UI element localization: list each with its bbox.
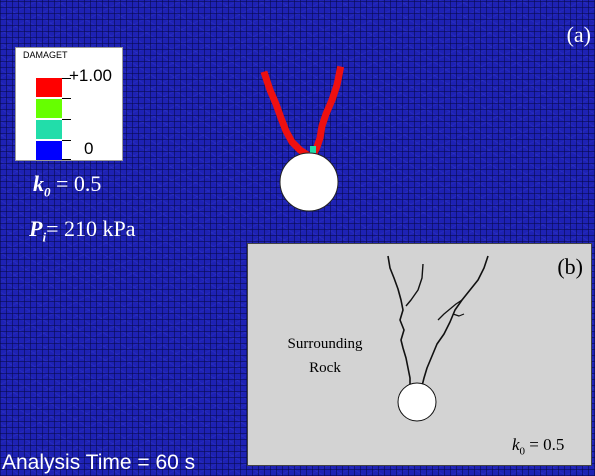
right-crack-branch [437,299,463,321]
damage-legend: DAMAGET +1.00 0 [15,47,123,161]
legend-swatch-blue [36,141,62,160]
k0-b-subscript: 0 [519,445,526,458]
tunnel-opening-b [397,382,437,422]
pi-parameter: Pi= 210 kPa [29,216,136,245]
legend-title: DAMAGET [23,50,68,60]
k0-parameter: k0 = 0.5 [33,171,101,200]
panel-b-label: (b) [557,254,583,279]
legend-tick [62,98,71,99]
surrounding-line-1: Surrounding [287,336,363,352]
right-crack-branch-2 [452,313,465,317]
k0-parameter-b: k0 = 0.5 [512,435,564,457]
pi-value: = 210 kPa [46,216,136,241]
legend-swatch-cyan [36,120,62,139]
left-crack [260,70,311,159]
k0-subscript: 0 [44,184,51,200]
right-crack-trace [421,255,489,387]
legend-tick [62,140,71,141]
k0-value: = 0.5 [50,171,102,196]
legend-min-label: 0 [84,139,94,158]
legend-tick [62,78,71,79]
panel-b-inset: (b) Surrounding Rock k0 = 0.5 [247,243,592,466]
pi-symbol: P [29,216,43,241]
k0-b-value: = 0.5 [525,435,565,454]
panel-a-label: (a) [566,22,591,47]
left-crack-trace [387,255,411,386]
panel-b-drawing [387,255,489,422]
k0-symbol: k [33,171,44,196]
right-crack [309,65,345,158]
legend-swatch-red [36,78,62,97]
legend-tick [62,159,71,160]
legend-tick [62,119,71,120]
partial-damage-element [310,146,316,153]
surrounding-line-2: Rock [309,360,341,376]
pi-subscript: i [42,229,47,245]
legend-swatch-green [36,99,62,118]
tunnel-opening [279,152,339,212]
left-crack-branch [405,263,424,307]
surrounding-rock-label: Surrounding Rock [270,332,380,380]
legend-max-label: +1.00 [69,66,113,85]
analysis-time-label: Analysis Time = 60 s [2,451,196,474]
k0-b-symbol: k [512,435,520,454]
